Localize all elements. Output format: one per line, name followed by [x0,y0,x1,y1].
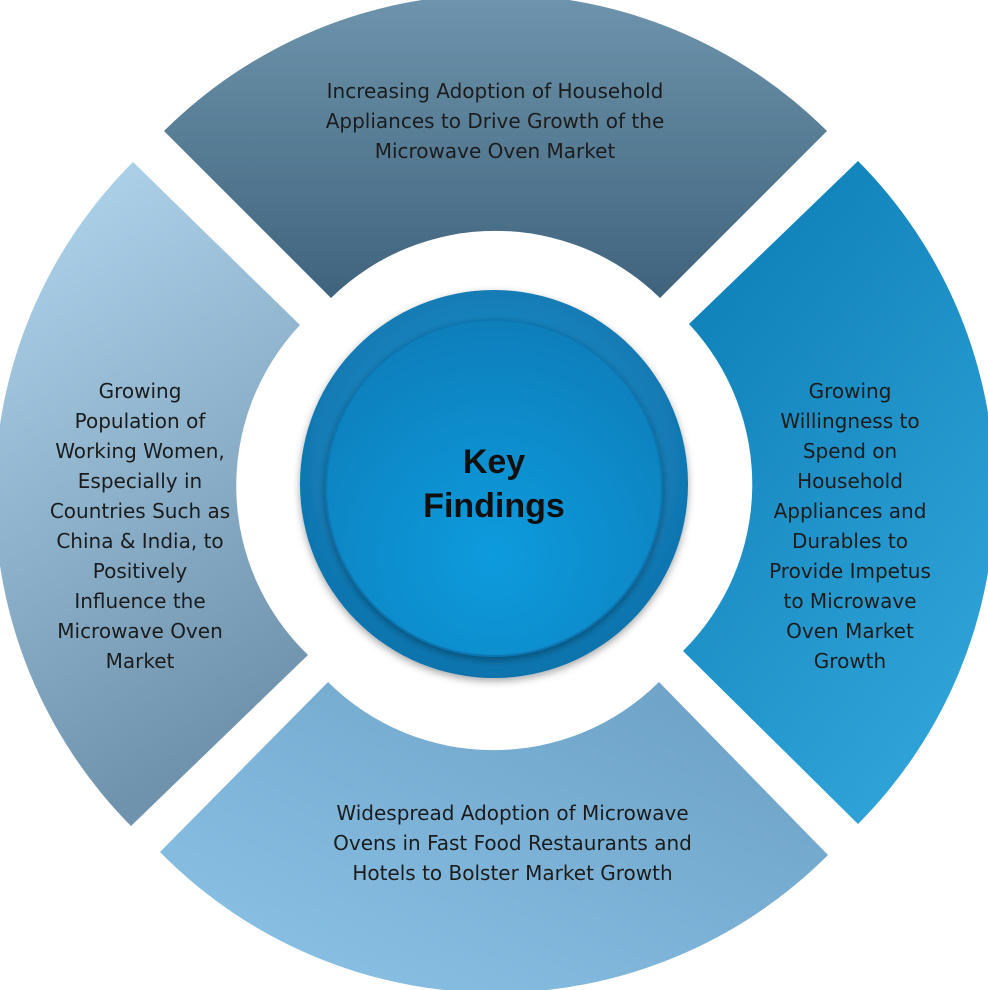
segment-top [164,0,827,298]
segment-left [0,162,308,826]
center-disc [325,319,663,657]
segment-right [683,161,988,824]
segment-bottom [160,682,828,990]
segment-top-label: Increasing Adoption of Household Applian… [325,79,665,163]
segment-bottom-label: Widespread Adoption of Microwave Ovens i… [333,801,692,885]
segment-left-label: Growing Population of Working Women, Esp… [49,379,231,673]
center-title: Key Findings [423,443,565,525]
segment-right-label: Growing Willingness to Spend on Househol… [769,379,931,673]
